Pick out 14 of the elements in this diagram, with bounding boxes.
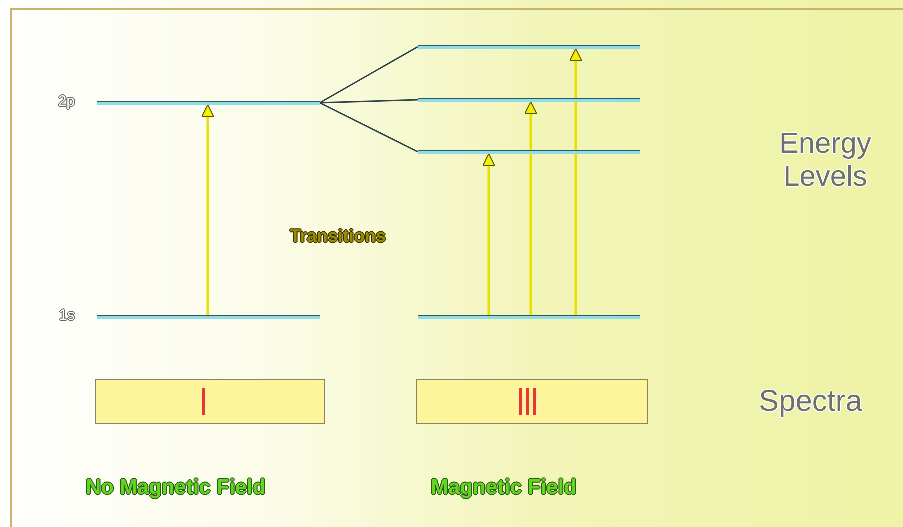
transition-arrow [570,48,582,315]
level-label: 2p [58,93,75,110]
splitting-line [320,102,418,153]
transition-arrow [524,102,538,315]
splitting-line [320,99,418,104]
transition-arrow [202,104,214,315]
transition-arrow [482,154,496,315]
diagram-label: No Magnetic Field [86,476,266,500]
diagram-label: Energy Levels [778,128,872,195]
diagram-label: Spectra [759,385,862,420]
diagram-label: Transitions [290,226,386,247]
diagram-label: Magnetic Field [431,476,577,500]
splitting-line [320,46,418,104]
level-label: 1s [59,307,75,324]
